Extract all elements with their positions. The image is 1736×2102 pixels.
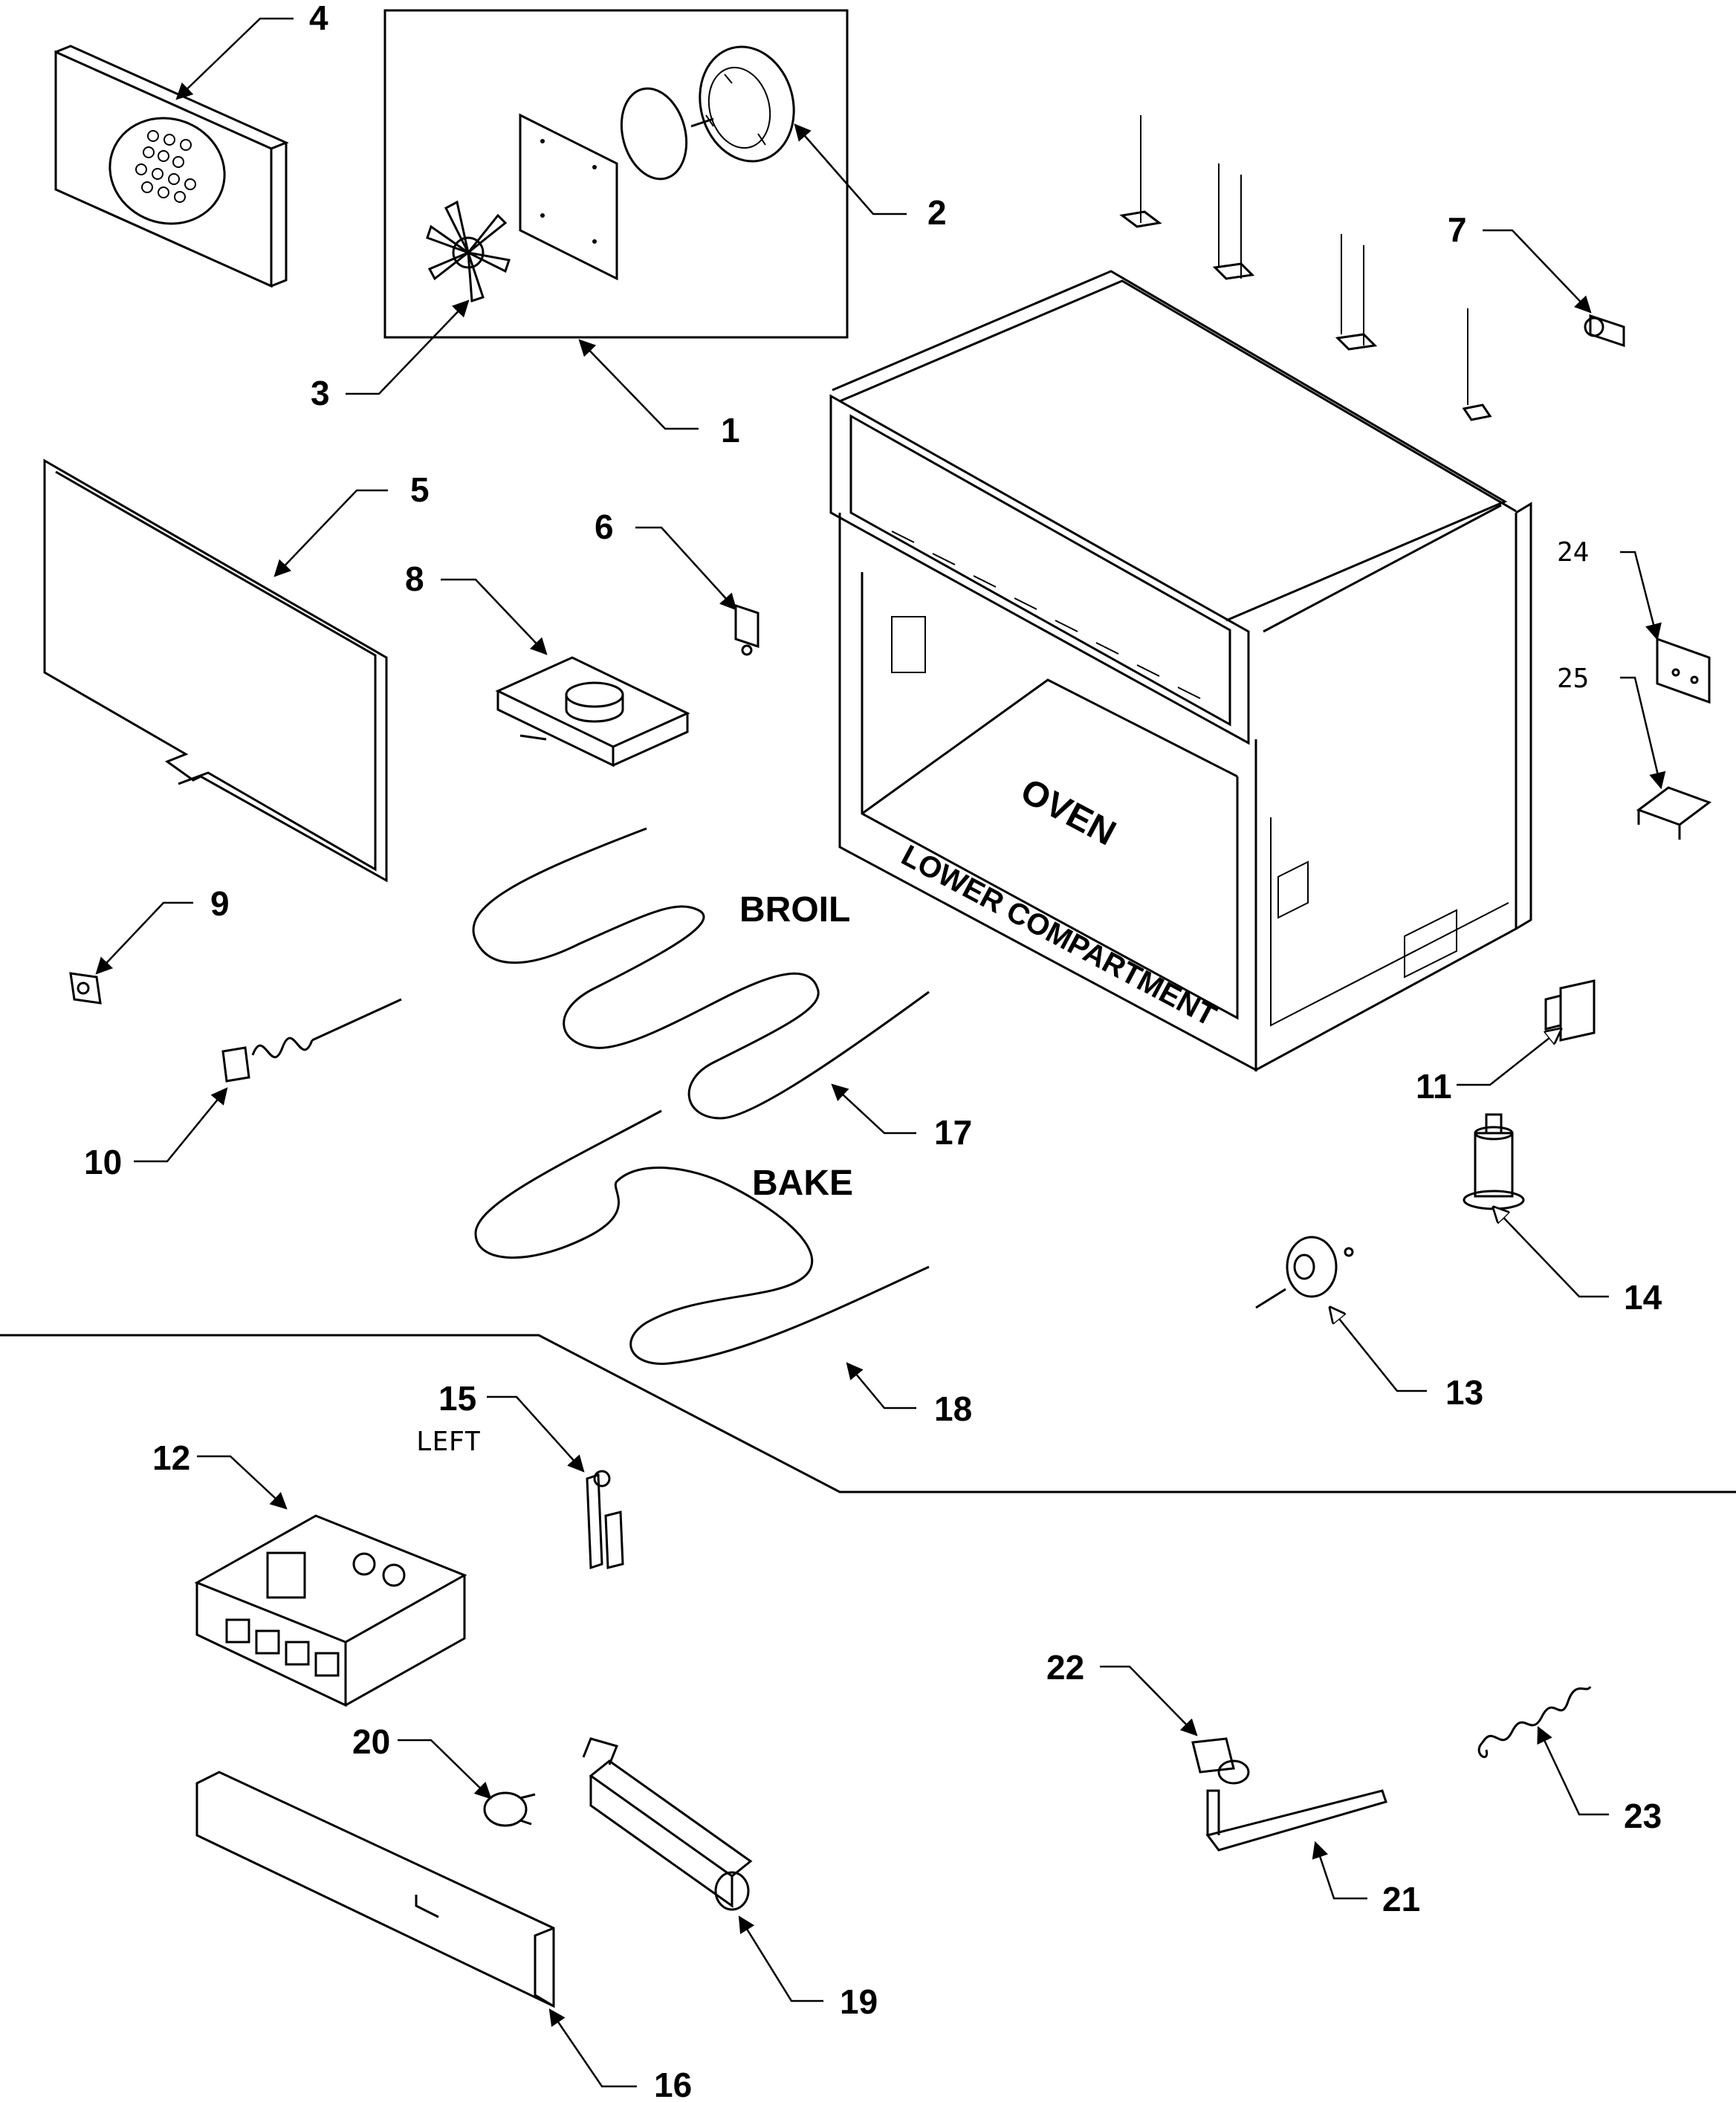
lower-compartment-label: LOWER COMPARTMENT bbox=[896, 839, 1222, 1033]
label-2: 2 bbox=[927, 193, 947, 232]
part-9-switch bbox=[69, 972, 102, 1005]
bake-label: BAKE bbox=[752, 1164, 853, 1203]
part-5-convection-element bbox=[43, 458, 388, 883]
part-10-probe-spring bbox=[221, 998, 402, 1083]
label-6: 6 bbox=[595, 507, 614, 546]
part-20-thermostat bbox=[483, 1791, 536, 1827]
label-7: 7 bbox=[1448, 210, 1467, 249]
label-9: 9 bbox=[210, 884, 230, 923]
label-16: 16 bbox=[654, 2066, 692, 2102]
label-12: 12 bbox=[152, 1438, 190, 1477]
part-15-hinge bbox=[586, 1470, 624, 1570]
label-8: 8 bbox=[405, 559, 424, 598]
label-23: 23 bbox=[1624, 1797, 1662, 1835]
section-divider bbox=[0, 1334, 1736, 1493]
part-21-gasket-strip bbox=[1205, 1789, 1387, 1852]
label-22: 22 bbox=[1046, 1648, 1084, 1687]
label-14: 14 bbox=[1624, 1278, 1662, 1317]
label-13: 13 bbox=[1445, 1373, 1483, 1412]
label-21: 21 bbox=[1382, 1880, 1420, 1918]
label-5: 5 bbox=[410, 470, 430, 509]
label-4: 4 bbox=[309, 0, 328, 37]
broil-label: BROIL bbox=[739, 890, 850, 930]
part-12-relay-box bbox=[194, 1514, 467, 1707]
part-23-spring bbox=[1477, 1686, 1592, 1759]
label-10: 10 bbox=[84, 1143, 122, 1181]
leader-lines bbox=[95, 17, 1666, 2088]
oven-cavity bbox=[829, 115, 1532, 1072]
part-4-vent-cover bbox=[54, 45, 289, 288]
part-7-bracket bbox=[1584, 314, 1625, 348]
part-22-roller bbox=[1191, 1737, 1250, 1785]
label-17: 17 bbox=[934, 1113, 972, 1152]
part-24-bracket bbox=[1656, 637, 1711, 704]
part-18-bake-element bbox=[474, 1109, 930, 1365]
part-14-motor-knob bbox=[1463, 1113, 1525, 1210]
label-25: 25 bbox=[1557, 664, 1589, 694]
part-17-broil-element bbox=[472, 827, 930, 1120]
part-25-bracket bbox=[1636, 786, 1712, 840]
part-13-pulley bbox=[1255, 1236, 1354, 1309]
label-3: 3 bbox=[311, 374, 330, 412]
part-8-fan-plate bbox=[495, 656, 690, 768]
left-label: LEFT bbox=[416, 1427, 481, 1457]
part-19-door-lock-motor bbox=[582, 1737, 753, 1911]
label-11: 11 bbox=[1416, 1067, 1452, 1106]
label-18: 18 bbox=[934, 1389, 972, 1428]
part-6-sensor bbox=[734, 603, 760, 656]
part-number-labels: 4 2 3 1 5 6 7 8 9 10 11 17 14 13 18 12 1… bbox=[84, 0, 1662, 2102]
label-1: 1 bbox=[721, 411, 740, 450]
part-3-fan-blade bbox=[426, 200, 511, 303]
part-1-convection-assembly bbox=[383, 9, 849, 339]
label-20: 20 bbox=[352, 1722, 390, 1761]
label-19: 19 bbox=[840, 1982, 878, 2021]
label-15: 15 bbox=[438, 1379, 476, 1418]
label-24: 24 bbox=[1557, 537, 1589, 568]
part-11-clip bbox=[1544, 979, 1596, 1042]
oven-label: OVEN bbox=[1014, 771, 1122, 854]
part-16-lower-panel bbox=[195, 1771, 555, 2008]
